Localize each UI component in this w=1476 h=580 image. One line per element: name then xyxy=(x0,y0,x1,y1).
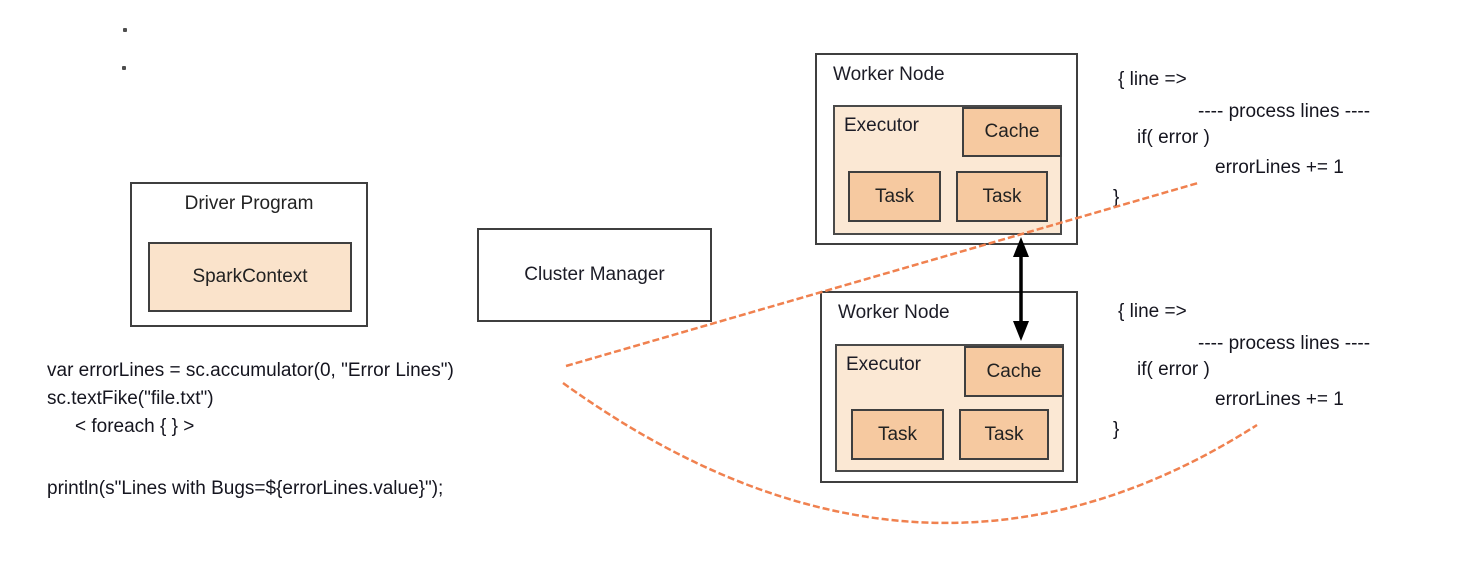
task-box: Task xyxy=(848,171,941,222)
closure-if-line: if( error ) xyxy=(1137,359,1210,380)
cluster-manager-box: Cluster Manager xyxy=(477,228,712,322)
closure-open-line: { line => xyxy=(1118,69,1187,90)
closure-if-line: if( error ) xyxy=(1137,127,1210,148)
cluster-manager-label: Cluster Manager xyxy=(524,264,665,285)
task-box: Task xyxy=(851,409,944,460)
executor-box: Executor Cache Task Task xyxy=(833,105,1062,235)
executor-label: Executor xyxy=(844,115,919,136)
cache-label: Cache xyxy=(984,121,1040,142)
closure-close-line: } xyxy=(1113,187,1120,208)
executor-label: Executor xyxy=(846,354,921,375)
closure-process-line: ---- process lines ---- xyxy=(1198,333,1371,354)
stray-dot xyxy=(122,66,126,70)
worker-node-box-2: Worker Node Executor Cache Task Task xyxy=(820,291,1078,483)
cache-box: Cache xyxy=(964,346,1064,397)
worker-node-box-1: Worker Node Executor Cache Task Task xyxy=(815,53,1078,245)
closure-increment-line: errorLines += 1 xyxy=(1215,389,1344,410)
task-label: Task xyxy=(877,423,918,445)
code-accumulator-line: var errorLines = sc.accumulator(0, "Erro… xyxy=(47,360,454,381)
worker-node-title: Worker Node xyxy=(833,64,945,85)
executor-box: Executor Cache Task Task xyxy=(835,344,1064,472)
task-label: Task xyxy=(982,185,1022,207)
worker-node-title: Worker Node xyxy=(838,302,950,323)
closure-increment-line: errorLines += 1 xyxy=(1215,157,1344,178)
closure-code-block-1: { line => ---- process lines ---- if( er… xyxy=(1110,64,1470,224)
code-textfile-line: sc.textFike("file.txt") xyxy=(47,388,214,409)
code-println-line: println(s"Lines with Bugs=${errorLines.v… xyxy=(47,478,444,499)
closure-open-line: { line => xyxy=(1118,301,1187,322)
driver-program-title: Driver Program xyxy=(184,193,314,214)
cache-box: Cache xyxy=(962,107,1062,157)
task-box: Task xyxy=(959,409,1049,460)
task-box: Task xyxy=(956,171,1048,222)
spark-context-box: SparkContext xyxy=(148,242,352,312)
stray-dot xyxy=(123,28,127,32)
driver-program-box: Driver Program SparkContext xyxy=(130,182,368,327)
closure-code-block-2: { line => ---- process lines ---- if( er… xyxy=(1110,296,1470,456)
task-label: Task xyxy=(874,185,915,207)
cache-label: Cache xyxy=(986,360,1042,382)
code-foreach-line: < foreach { } > xyxy=(75,416,195,437)
task-label: Task xyxy=(984,423,1024,445)
closure-process-line: ---- process lines ---- xyxy=(1198,101,1371,122)
spark-context-label: SparkContext xyxy=(192,266,308,287)
closure-close-line: } xyxy=(1113,419,1120,440)
